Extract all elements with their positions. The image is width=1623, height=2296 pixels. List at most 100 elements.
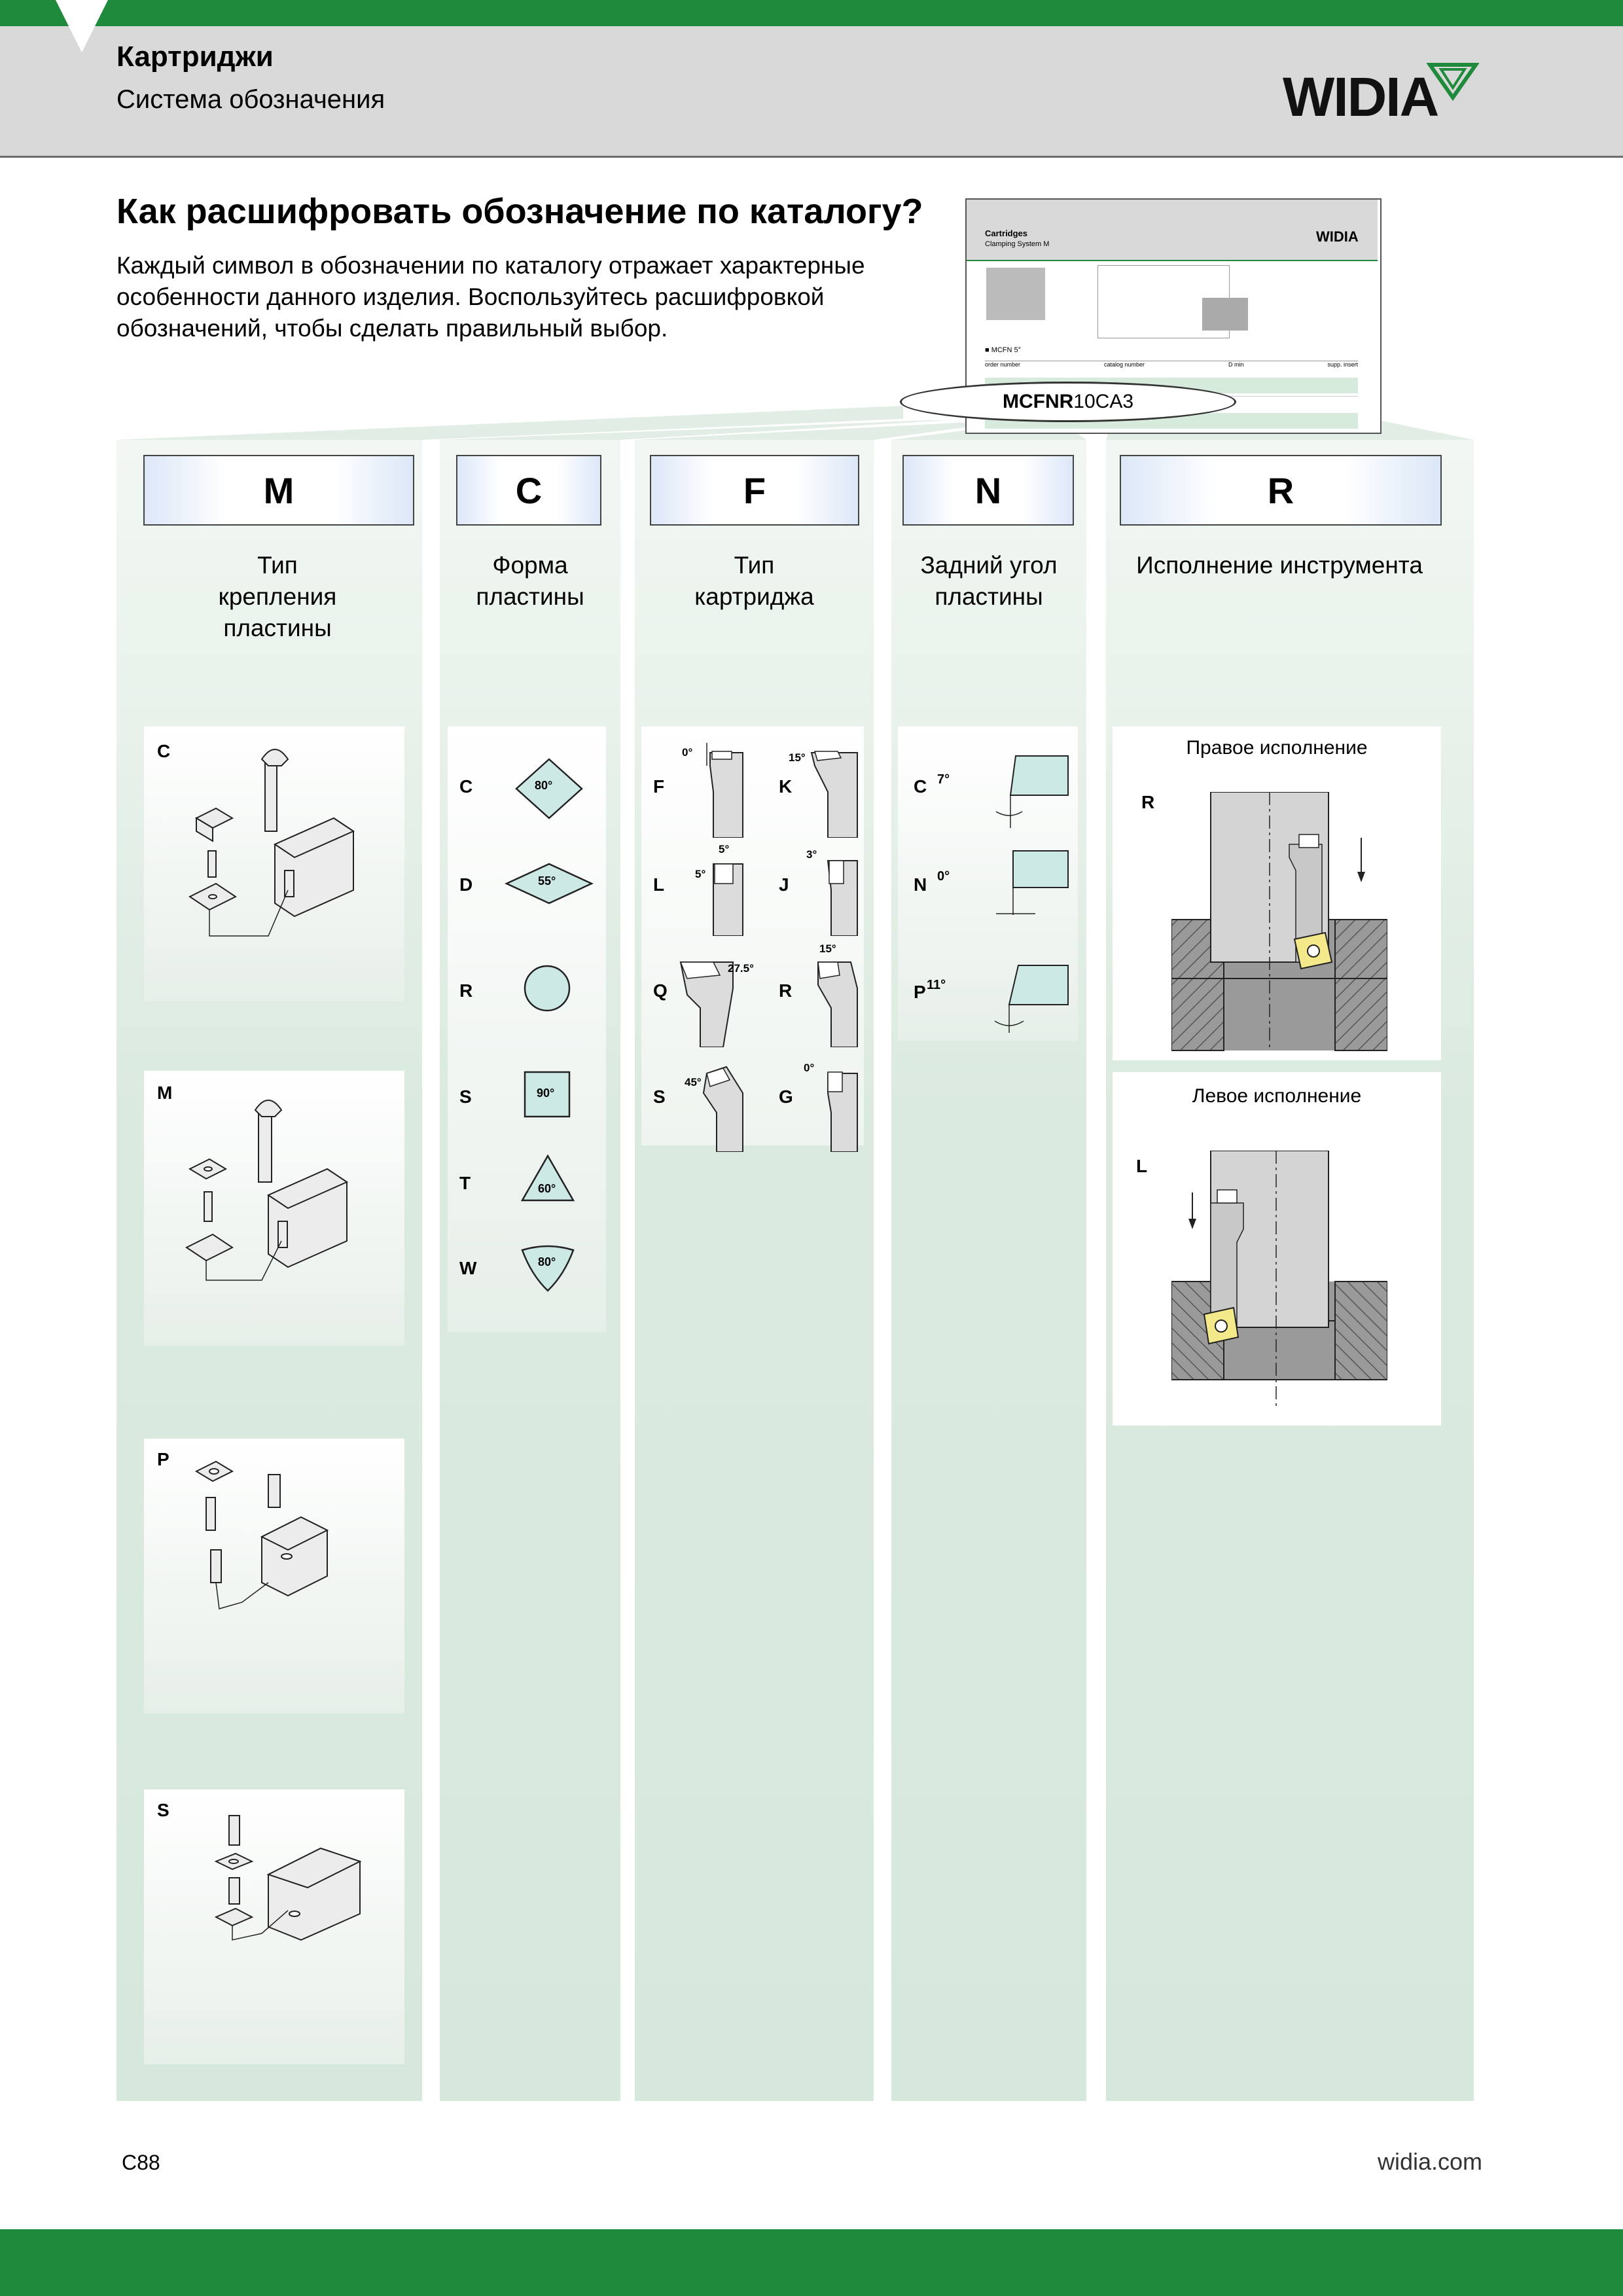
column-label-r: Исполнение инструмента: [1136, 552, 1423, 579]
clamp-code-c: C: [157, 741, 171, 761]
header-subtitle: Система обозначения: [116, 85, 385, 114]
column-f: [635, 440, 874, 2101]
thumb-col-3: D min: [1228, 361, 1244, 368]
code-box-c: C: [456, 455, 601, 526]
cartridge-l-icon: [713, 863, 743, 936]
clearance-angle-p: 11°: [927, 978, 946, 992]
column-label-c: Форма пластины: [476, 552, 584, 610]
shape-code-w: W: [459, 1258, 477, 1278]
cartridge-angle-q: 27.5°: [728, 962, 754, 975]
clearance-7-icon: [995, 755, 1069, 828]
trigon-insert-icon: [521, 1245, 575, 1292]
clearance-0-icon: [996, 850, 1069, 915]
shape-angle-w: 80°: [538, 1255, 556, 1268]
left-hand-panel: Левое исполнение L: [1113, 1072, 1441, 1426]
intro-body: Каждый символ в обозначении по каталогу …: [116, 252, 865, 342]
shape-code-r: R: [459, 980, 473, 1001]
clamp-panel-c: C: [144, 726, 404, 1001]
clamp-m-illustration: [185, 1100, 349, 1281]
column-label-f: Тип картриджа: [694, 552, 814, 610]
cartridge-angle-r: 15°: [819, 942, 836, 955]
square-insert-icon: [524, 1071, 571, 1118]
shape-angle-c: 80°: [535, 779, 553, 792]
thumb-col-4: supp. insert: [1327, 361, 1358, 368]
triangle-insert-icon: [520, 1154, 575, 1202]
cartridge-code-r: R: [779, 980, 793, 1001]
designation-rest: 10CA3: [1073, 391, 1134, 412]
right-hand-title: Правое исполнение: [1186, 737, 1368, 759]
clearance-code-n: N: [914, 874, 927, 895]
clamp-panel-m: M: [144, 1071, 404, 1346]
shape-code-t: T: [459, 1173, 471, 1193]
column-n: [891, 440, 1086, 2101]
cartridge-angle-s: 45°: [685, 1076, 702, 1088]
clamp-c-illustration: [188, 749, 355, 937]
cartridge-angle-f: 0°: [682, 746, 693, 759]
left-hand-code: L: [1136, 1156, 1148, 1176]
cartridge-code-s: S: [653, 1086, 666, 1107]
intro-title: Как расшифровать обозначение по каталогу…: [116, 192, 923, 231]
cartridge-angle-l2: 5°: [695, 868, 706, 880]
clearance-code-c: C: [914, 776, 927, 797]
cartridge-angle-k: 15°: [789, 751, 806, 764]
code-box-r: R: [1120, 455, 1442, 526]
clearance-panel: C 7° N 0° P 11°: [898, 726, 1078, 1041]
widia-logo: WIDIA: [1283, 63, 1479, 129]
page-number: C88: [122, 2151, 160, 2174]
clamp-s-illustration: [214, 1815, 362, 1941]
shape-angle-t: 60°: [538, 1182, 556, 1195]
shape-angle-d: 55°: [538, 874, 556, 888]
column-label-n: Задний угол пластины: [920, 552, 1058, 610]
cartridge-code-q: Q: [653, 980, 668, 1001]
cartridge-k-icon: [810, 751, 858, 838]
top-brand-bar: [0, 0, 1623, 26]
clearance-code-p: P: [914, 982, 926, 1002]
cartridge-code-j: J: [779, 874, 789, 895]
header-notch: [56, 0, 108, 52]
cartridge-code-g: G: [779, 1086, 793, 1107]
website-link[interactable]: widia.com: [1378, 2148, 1483, 2175]
code-box-f: F: [650, 455, 859, 526]
cartridge-code-k: K: [779, 776, 793, 797]
clearance-angle-n: 0°: [937, 869, 950, 884]
thumb-logo: WIDIA: [1316, 228, 1359, 245]
cartridge-q-icon: [679, 961, 734, 1047]
cartridge-j-icon: [827, 860, 858, 936]
thumb-col-1: order number: [985, 361, 1021, 368]
right-hand-panel: Правое исполнение R: [1113, 726, 1441, 1060]
logo-triangle-icon: [1427, 63, 1479, 101]
clamp-panel-p: P: [144, 1439, 404, 1713]
cartridge-code-l: L: [653, 874, 665, 895]
right-hand-code: R: [1141, 792, 1155, 812]
logo-text: WIDIA: [1283, 66, 1439, 128]
cartridge-angle-j: 3°: [806, 848, 817, 861]
round-insert-icon: [524, 965, 571, 1012]
clearance-angle-c: 7°: [937, 772, 950, 787]
cartridge-angle-l1: 5°: [719, 843, 730, 855]
clearance-11-icon: [994, 965, 1069, 1033]
rhombic-80-icon: [515, 758, 583, 819]
cartridge-panel: F 0° K 15° L 5° 5° J 3° Q 27.5° R 15° S: [641, 726, 864, 1152]
cartridge-g-icon: [827, 1071, 858, 1152]
thumb-subtitle: Clamping System M: [985, 240, 1050, 248]
cartridge-code-f: F: [653, 776, 665, 797]
thumb-section: ■ MCFN 5°: [985, 346, 1022, 354]
thumb-title: Cartridges: [985, 228, 1028, 238]
thumb-col-2: catalog number: [1103, 361, 1145, 368]
shape-code-d: D: [459, 874, 473, 895]
page-header: [0, 26, 1623, 158]
code-box-n: N: [902, 455, 1074, 526]
header-title: Картриджи: [116, 41, 274, 73]
clamp-code-s: S: [157, 1800, 169, 1820]
left-hand-title: Левое исполнение: [1192, 1085, 1362, 1107]
shape-code-c: C: [459, 776, 473, 797]
shape-panel: C 80° D 55° R S 90° T 60° W 80°: [448, 726, 606, 1332]
shape-angle-s: 90°: [537, 1086, 555, 1100]
cartridge-r-icon: [817, 961, 858, 1047]
clamp-panel-s: S: [144, 1789, 404, 2064]
clamp-code-m: M: [157, 1083, 173, 1103]
rhombic-55-icon: [505, 863, 594, 905]
cartridge-f-icon: [706, 743, 743, 838]
clamp-code-p: P: [157, 1449, 169, 1469]
